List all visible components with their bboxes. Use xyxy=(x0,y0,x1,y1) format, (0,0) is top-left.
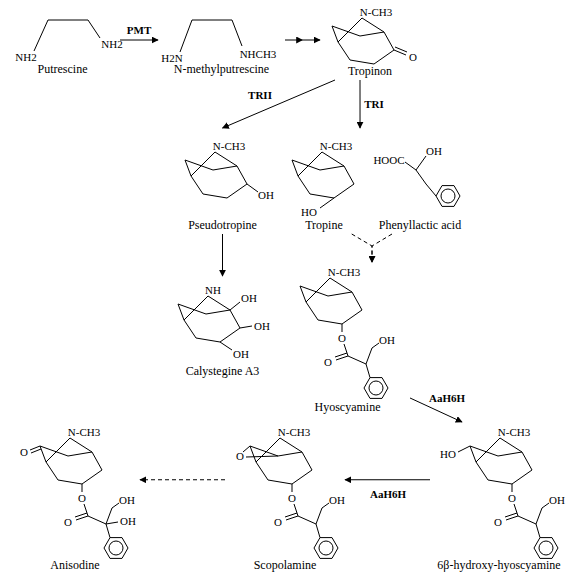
reaction-arrow xyxy=(223,80,336,128)
reaction-arrow xyxy=(360,80,361,128)
chemical-structures xyxy=(30,18,558,558)
epoxide-bond xyxy=(243,446,278,457)
atom-label: O xyxy=(494,516,502,528)
atom-label: N-CH3 xyxy=(278,426,310,438)
atom-label: N-CH3 xyxy=(360,6,392,18)
enzyme-label: AaH6H xyxy=(370,488,406,500)
atom-label: OH xyxy=(258,189,274,201)
compound-name: Hyoscyamine xyxy=(315,401,381,414)
atom-label: NH2 xyxy=(15,51,36,63)
enzyme-label: TRI xyxy=(364,98,384,110)
tropane-skeleton xyxy=(185,152,247,198)
enzyme-label: PMT xyxy=(127,24,151,36)
reaction-arrow xyxy=(222,234,223,276)
compound-node: 6β-hydroxy-hyoscyamine xyxy=(430,422,568,574)
atom-label: O xyxy=(324,356,332,368)
tropane-skeleton xyxy=(178,296,240,342)
hydroxyl-bond xyxy=(247,184,258,192)
atom-label: O xyxy=(78,492,86,504)
atom-label: N-CH3 xyxy=(213,140,245,152)
atom-label: HO xyxy=(301,206,317,218)
hydroxyl-bond xyxy=(320,198,334,208)
atom-label: O xyxy=(236,450,244,462)
reaction-arrow xyxy=(345,479,430,480)
atom-label: OH xyxy=(426,145,442,157)
tropane-skeleton xyxy=(250,438,312,484)
aromatic-circle xyxy=(441,189,455,203)
carbon-chain xyxy=(180,20,242,52)
compound-name: Tropinon xyxy=(348,65,392,78)
compound-node: Scopolamine xyxy=(225,422,345,574)
compound-name: Tropine xyxy=(305,219,343,232)
tropane-skeleton xyxy=(332,18,394,64)
atom-label: O xyxy=(338,332,346,344)
atom-label: H2N xyxy=(161,52,182,64)
atom-label: OH xyxy=(549,494,565,506)
atom-label: O xyxy=(274,516,282,528)
atom-label: OH xyxy=(329,494,345,506)
atom-label: O xyxy=(409,51,417,63)
tropane-skeleton xyxy=(470,438,532,484)
compound-name: Phenyllactic acid xyxy=(379,219,461,232)
compound-name: Pseudotropine xyxy=(188,219,257,232)
reaction-arrow xyxy=(372,234,392,262)
compound-name: 6β-hydroxy-hyoscyamine xyxy=(437,559,560,572)
tropane-skeleton xyxy=(300,278,362,324)
atom-label: OH xyxy=(254,320,270,332)
atom-label: O xyxy=(64,516,72,528)
atom-label: OH xyxy=(379,334,395,346)
reaction-arrow xyxy=(410,398,462,422)
atom-label: NHCH3 xyxy=(240,48,277,60)
compound-node: Phenyllactic acid xyxy=(370,128,470,234)
atom-label: NH2 xyxy=(101,38,122,50)
atom-label: O xyxy=(20,446,28,458)
hydroxyl-bond xyxy=(458,446,470,452)
atom-label: OH xyxy=(241,292,257,304)
reaction-arrow xyxy=(285,40,320,41)
hydroxyl-bond xyxy=(106,522,118,524)
reaction-arrow xyxy=(352,234,372,262)
tropane-skeleton xyxy=(292,152,354,198)
atom-label: HOOC xyxy=(373,154,404,166)
atom-label: NH xyxy=(205,284,221,296)
atom-label: N-CH3 xyxy=(320,140,352,152)
compound-name: N-methylputrescine xyxy=(174,63,269,76)
atom-label: O xyxy=(508,492,516,504)
hydroxyl-bond xyxy=(220,302,252,350)
compound-node: N-methylputrescine xyxy=(158,2,285,78)
atom-label: N-CH3 xyxy=(328,266,360,278)
benzene-ring xyxy=(436,186,460,207)
atom-label: OH xyxy=(119,494,135,506)
atom-label: N-CH3 xyxy=(68,426,100,438)
ketone-bond xyxy=(394,47,407,55)
enzyme-label: AaH6H xyxy=(429,392,465,404)
tropane-skeleton xyxy=(40,438,102,484)
reaction-arrow xyxy=(120,40,158,41)
ketone-bond xyxy=(30,446,41,453)
compound-name: Calystegine A3 xyxy=(186,365,260,378)
atom-label: HO xyxy=(440,448,456,460)
acid-chain xyxy=(405,156,436,196)
compound-name: Putrescine xyxy=(38,63,88,76)
atom-label: O xyxy=(288,492,296,504)
atom-label: OH xyxy=(233,348,249,360)
enzyme-label: TRII xyxy=(248,89,272,101)
compound-name: Scopolamine xyxy=(254,559,317,572)
atom-label: N-CH3 xyxy=(498,426,530,438)
reaction-arrow xyxy=(140,479,225,480)
carbon-chain xyxy=(34,20,100,51)
atom-label: OH xyxy=(120,515,136,527)
compound-name: Anisodine xyxy=(50,559,99,572)
